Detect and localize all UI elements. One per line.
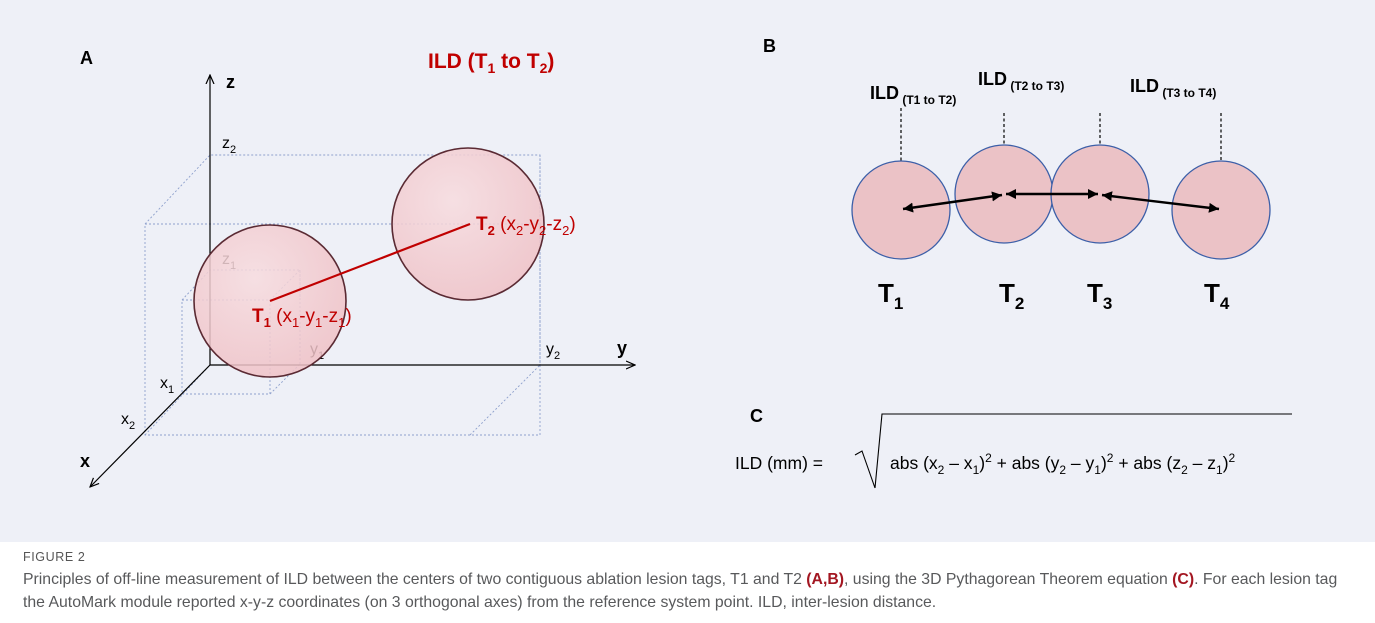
panel-a-title: ILD (T1 to T2) — [428, 50, 554, 76]
panel-b: B ILD (T1 to T2) ILD (T2 to T3) ILD (T3 … — [763, 36, 1271, 313]
t1-point-label: T1 (x1-y1-z1) — [252, 306, 352, 330]
figure-number-label: FIGURE 2 — [23, 550, 86, 564]
lesion-t4-circle — [1171, 160, 1271, 260]
z2-tick: z2 — [222, 135, 236, 156]
tag-t4-label: T4 — [1204, 278, 1230, 313]
square-root-sign — [854, 413, 1292, 489]
ild-label-t1-t2: ILD (T1 to T2) — [870, 83, 956, 107]
ild-arrows — [902, 189, 1220, 213]
figure-caption: Principles of off-line measurement of IL… — [23, 568, 1343, 614]
x-axis — [90, 364, 211, 487]
equation-rhs: abs (x2 – x1)2 + abs (y2 – y1)2 + abs (z… — [890, 451, 1236, 477]
x2-tick: x2 — [121, 411, 135, 432]
equation-lhs: ILD (mm) = — [735, 453, 823, 473]
ild-label-t3-t4: ILD (T3 to T4) — [1130, 76, 1216, 100]
caption-panel-ref-c: (C) — [1172, 571, 1195, 588]
panel-c-label: C — [750, 406, 763, 426]
ild-label-t2-t3: ILD (T2 to T3) — [978, 69, 1064, 93]
panel-a-label: A — [80, 48, 93, 68]
lesion-t1-circle — [851, 160, 951, 260]
panel-c: C ILD (mm) = abs (x2 – x1)2 + abs (y2 – … — [735, 406, 1292, 489]
z-axis-label: z — [226, 72, 235, 92]
t2-point-label: T2 (x2-y2-z2) — [476, 214, 576, 238]
axes-3d — [90, 75, 635, 487]
tag-t3-label: T3 — [1087, 278, 1112, 313]
ild-line — [269, 222, 471, 303]
x-axis-label: x — [80, 451, 90, 471]
panel-b-label: B — [763, 36, 776, 56]
y-axis-label: y — [617, 338, 627, 358]
caption-panel-ref-ab: (A,B) — [806, 571, 845, 588]
panel-a: A ILD (T1 to T2) z y x z2 — [80, 48, 635, 487]
figure-graphic: A ILD (T1 to T2) z y x z2 — [80, 36, 1292, 489]
y2-tick: y2 — [546, 341, 560, 362]
x1-tick: x1 — [160, 375, 174, 396]
caption-text-part-3: . For each lesion tag the AutoMark modul… — [23, 571, 1338, 611]
caption-text-part-2: , using the 3D Pythagorean Theorem equat… — [844, 571, 1173, 588]
caption-text-part-1: Principles of off-line measurement of IL… — [23, 571, 807, 588]
tag-t2-label: T2 — [999, 278, 1024, 313]
tag-t1-label: T1 — [878, 278, 903, 313]
